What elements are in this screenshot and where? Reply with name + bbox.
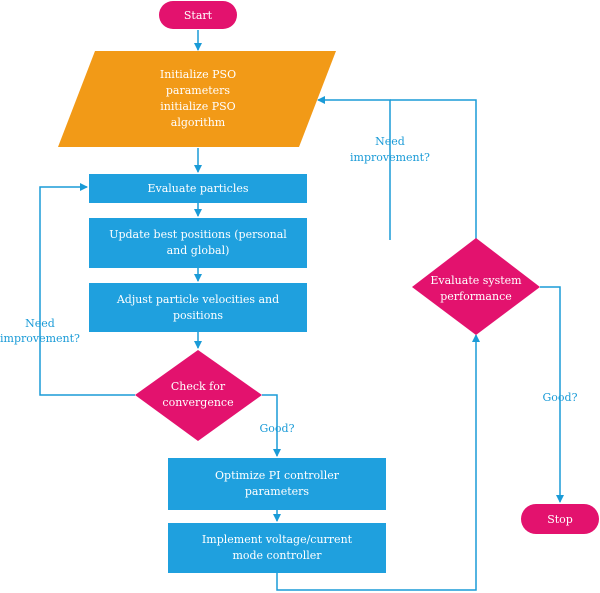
check-convergence-decision: Check for convergence [135,350,262,441]
init-line-1: Initialize PSO [160,68,236,81]
implement-line-2: mode controller [232,549,322,562]
evaluate-label: Evaluate particles [147,182,248,195]
adjust-line-2: positions [173,309,223,322]
arrow-implement-to-evalsys [276,334,480,591]
stop-label: Stop [547,513,573,526]
evalsys-line-2: performance [440,290,512,303]
left-need-line-1: Need [25,317,55,330]
arrow-check-loop-back [39,183,135,396]
evalsys-line-1: Evaluate system [430,274,522,287]
adjust-line-1: Adjust particle velocities and [116,293,279,306]
arrow-check-to-optimize [262,394,281,457]
update-line-2: and global) [167,244,230,257]
start-terminal: Start [159,1,237,29]
implement-line-1: Implement voltage/current [202,533,353,546]
check-line-2: convergence [162,396,233,409]
init-line-4: algorithm [171,116,226,129]
arrow-evalsys-to-init [317,96,391,240]
start-label: Start [184,9,213,22]
right-need-line-2: improvement? [350,151,430,164]
good-label-1: Good? [260,422,295,435]
arrow-evalsys-to-stop [540,286,564,503]
evaluate-particles-box: Evaluate particles [89,174,307,203]
optimize-pi-box: Optimize PI controller parameters [168,458,386,510]
arrow-evalsys-loop-back [390,99,477,240]
implement-controller-box: Implement voltage/current mode controlle… [168,523,386,573]
init-io-block: Initialize PSO parameters initialize PSO… [58,51,336,147]
update-best-positions-box: Update best positions (personal and glob… [89,218,307,268]
optimize-line-1: Optimize PI controller [215,469,340,482]
stop-terminal: Stop [521,504,599,534]
init-line-2: parameters [166,84,231,97]
update-line-1: Update best positions (personal [109,228,287,241]
right-need-line-1: Need [375,135,405,148]
init-line-3: initialize PSO [160,100,235,113]
check-line-1: Check for [171,380,226,393]
adjust-velocities-box: Adjust particle velocities and positions [89,283,307,332]
optimize-line-2: parameters [245,485,310,498]
evaluate-system-decision: Evaluate system performance [412,238,540,335]
connectors [39,30,564,591]
left-need-line-2: improvement? [0,332,80,345]
good-label-2: Good? [543,391,578,404]
